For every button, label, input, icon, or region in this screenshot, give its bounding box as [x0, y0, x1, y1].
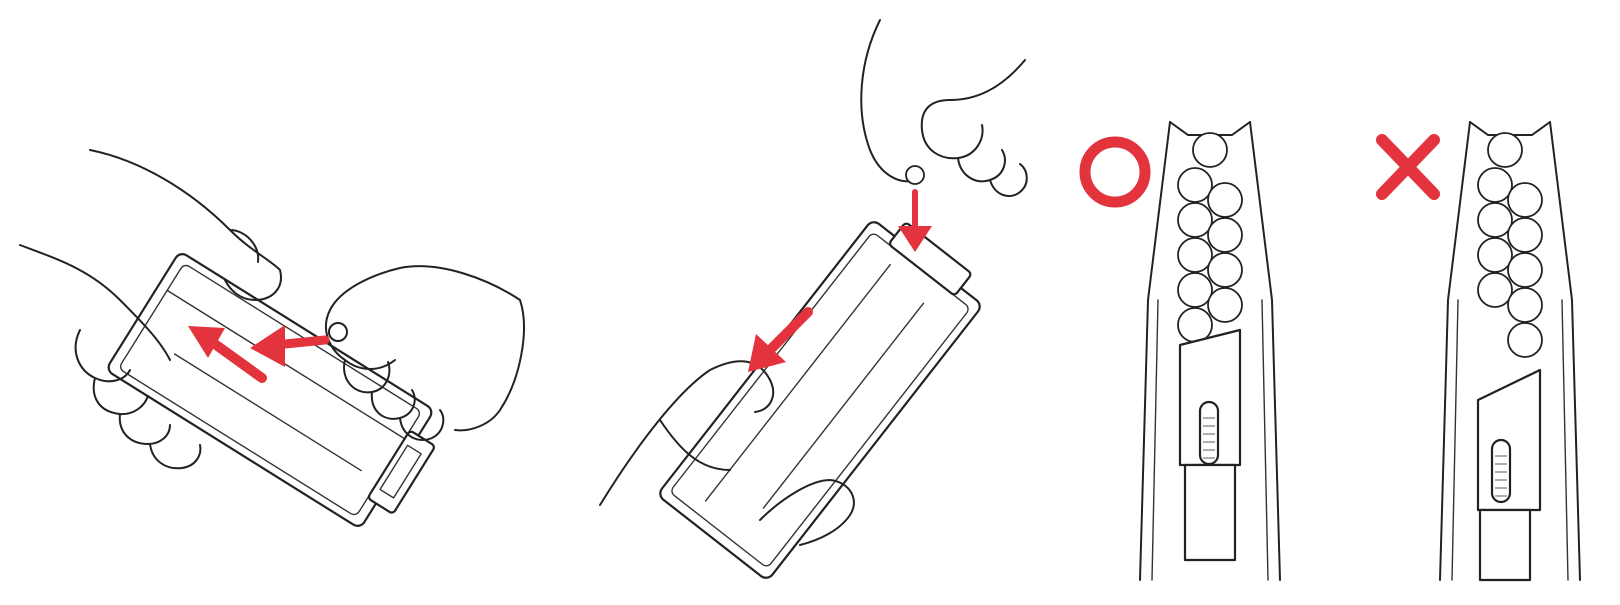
panel-step-2 — [600, 20, 1027, 581]
bb-pellet — [906, 166, 924, 184]
dropping-hand — [861, 20, 1026, 196]
panel-step-1 — [20, 150, 524, 539]
magazine-section-correct — [1140, 122, 1280, 580]
incorrect-cross-icon — [1382, 140, 1434, 194]
follower-grip — [329, 323, 347, 341]
correct-circle-icon — [1085, 142, 1145, 202]
panel-step-3 — [1085, 122, 1580, 580]
magazine-section-incorrect — [1440, 122, 1580, 580]
